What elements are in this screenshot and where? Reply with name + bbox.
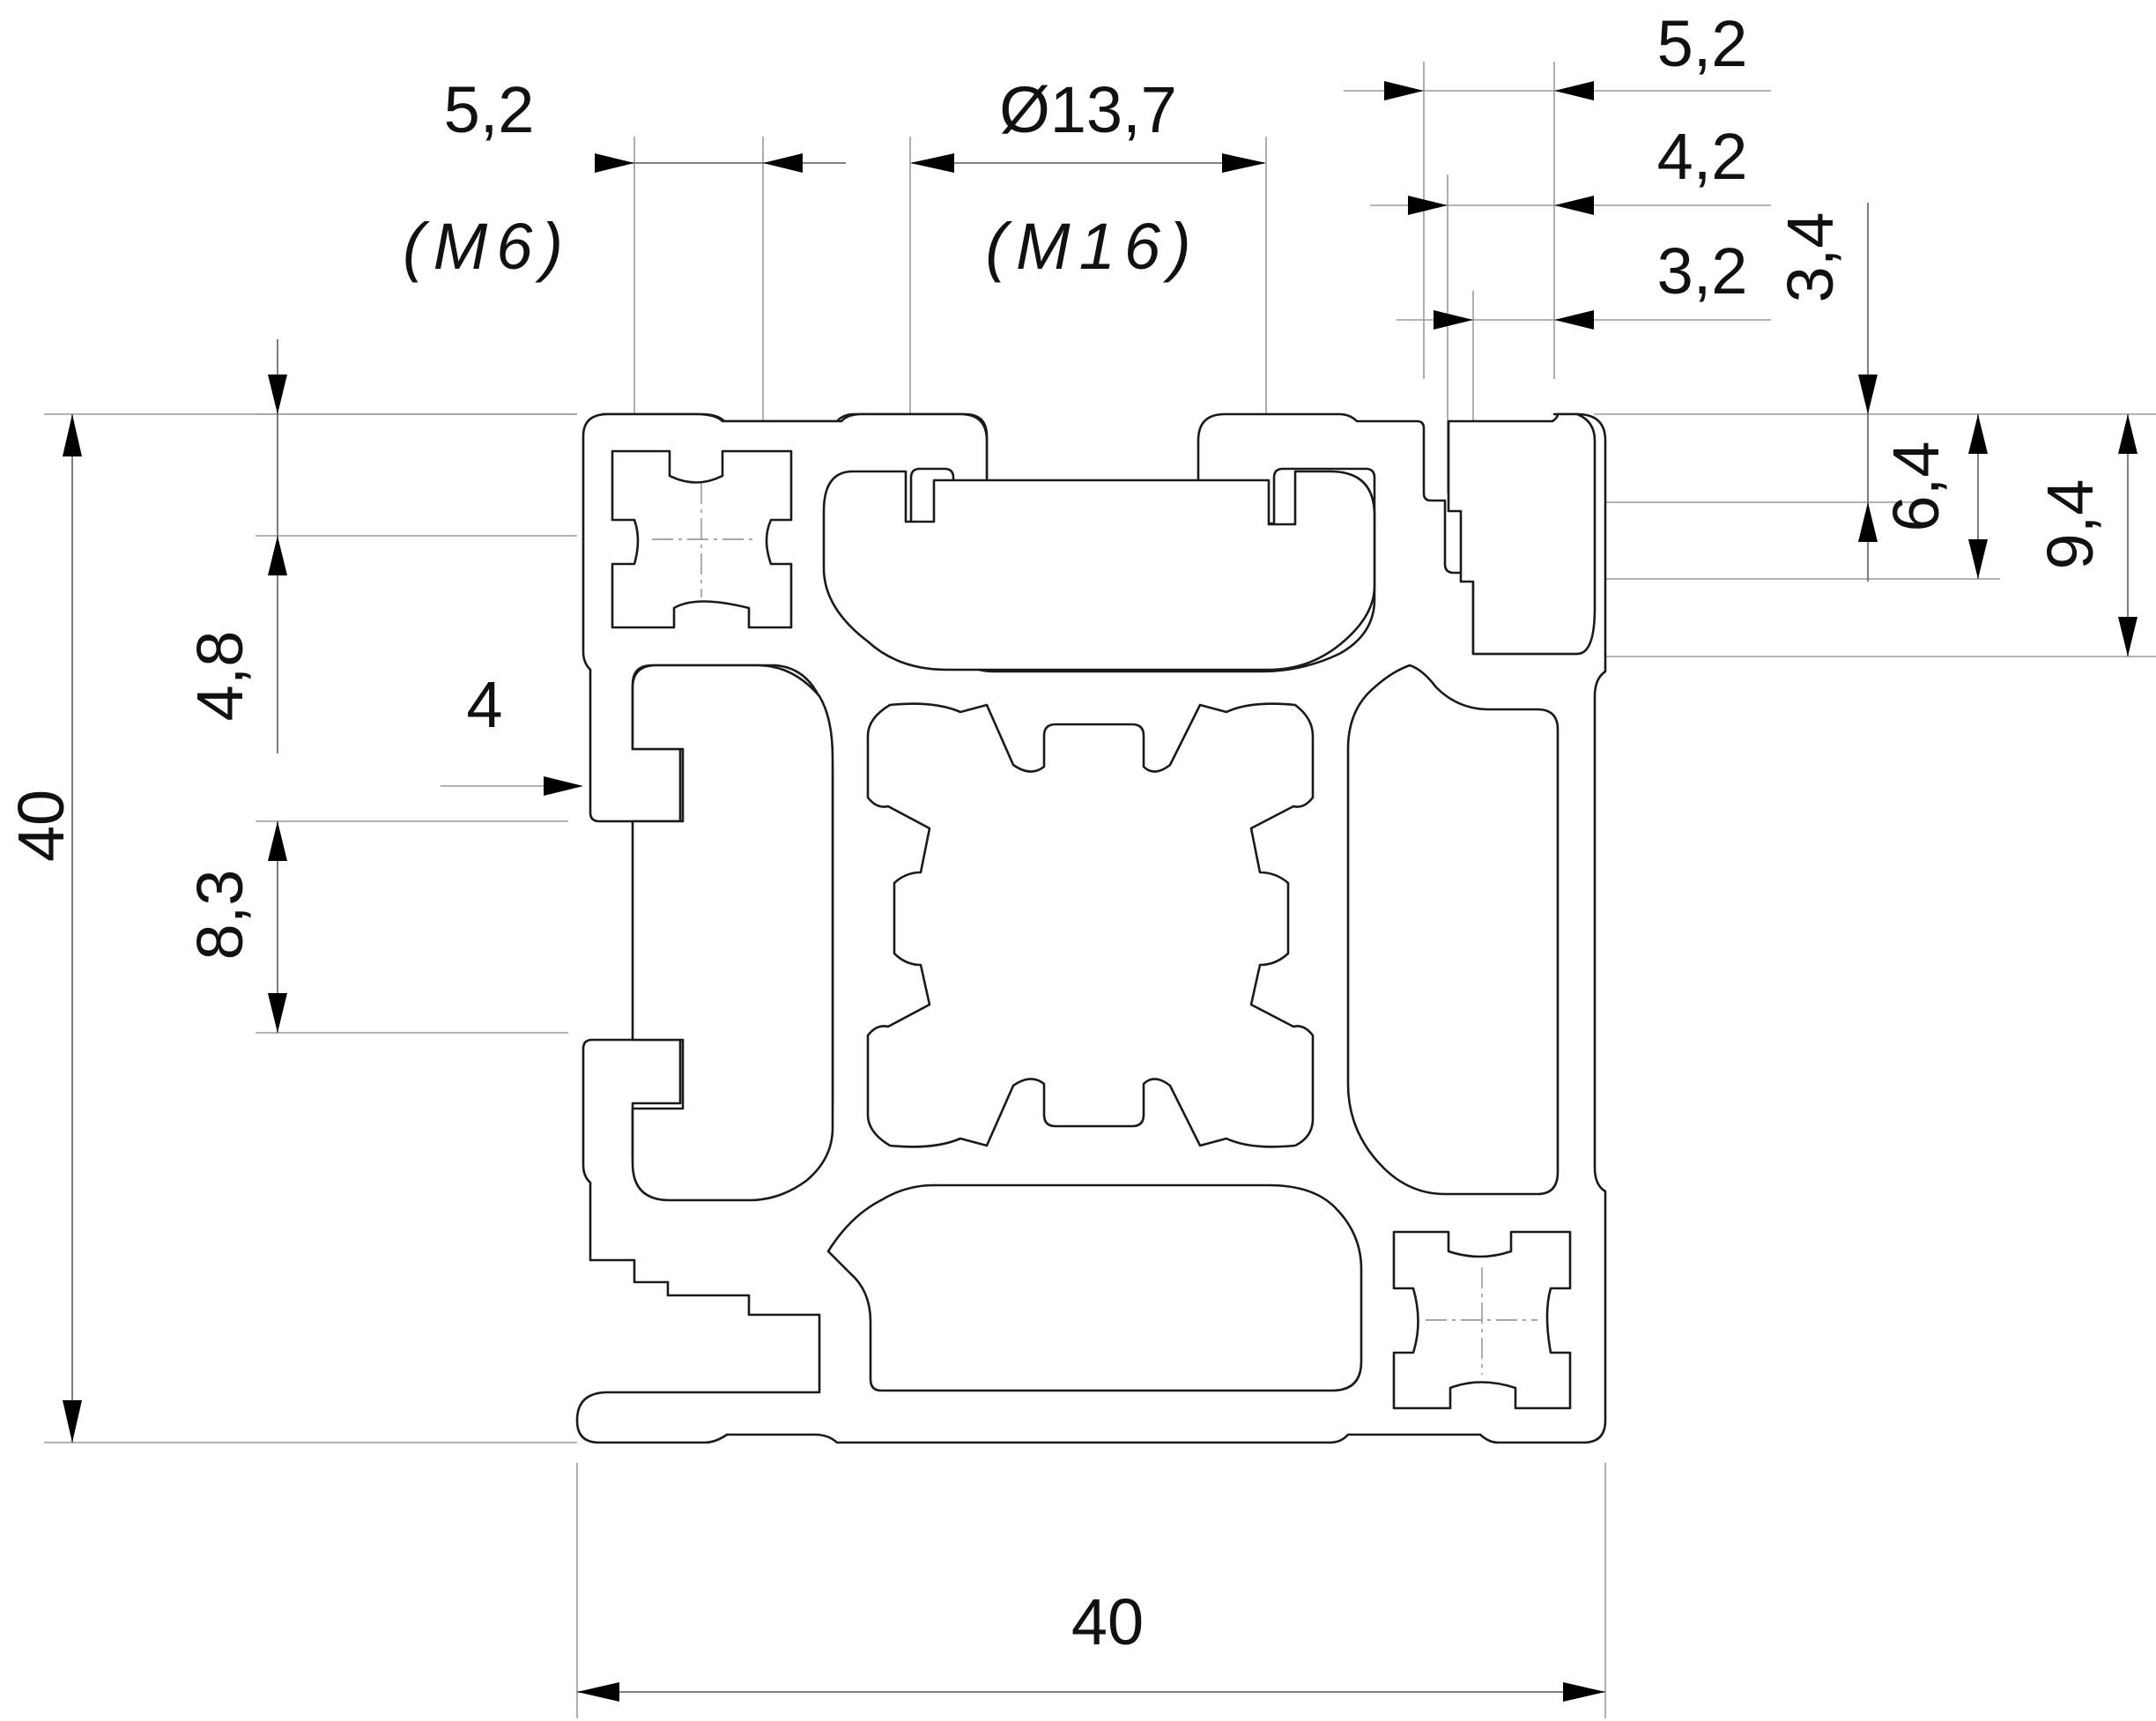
label-right-depth-1: 6,4 <box>1879 441 1952 532</box>
cavity-left-center <box>631 664 834 1202</box>
label-vertical-small: 3,4 <box>1774 212 1847 303</box>
label-left-slot-opening: 8,3 <box>183 870 256 961</box>
label-right-depth-2: 9,4 <box>2034 479 2107 570</box>
label-slot-left-width: 5,2 <box>444 73 535 146</box>
cavity-top-center <box>822 470 1376 671</box>
label-center-thread: (M16) <box>985 210 1199 283</box>
label-center-bore: Ø13,7 <box>999 73 1177 146</box>
cavity-bottom-center <box>826 1183 1363 1392</box>
label-top-right-2: 4,2 <box>1657 120 1748 193</box>
label-overall-width: 40 <box>1071 1585 1144 1658</box>
label-overall-height: 40 <box>4 790 78 862</box>
label-top-right-3: 3,2 <box>1657 234 1748 308</box>
slot-top-right <box>1447 412 1597 656</box>
cavity-right-center <box>1346 664 1560 1196</box>
label-left-slot-depth: 4,8 <box>183 631 256 722</box>
dimension-labels: 5,2 (M6) Ø13,7 (M16) 5,2 4,2 3,2 3,4 6,4… <box>4 7 2107 1658</box>
label-slot-left-thread: (M6) <box>403 210 572 283</box>
central-core <box>866 702 1315 1148</box>
aluminium-profile <box>575 412 1607 1444</box>
label-top-right-1: 5,2 <box>1657 7 1748 80</box>
dimension-arrows <box>63 81 2137 1702</box>
label-wall-thickness: 4 <box>466 668 502 741</box>
